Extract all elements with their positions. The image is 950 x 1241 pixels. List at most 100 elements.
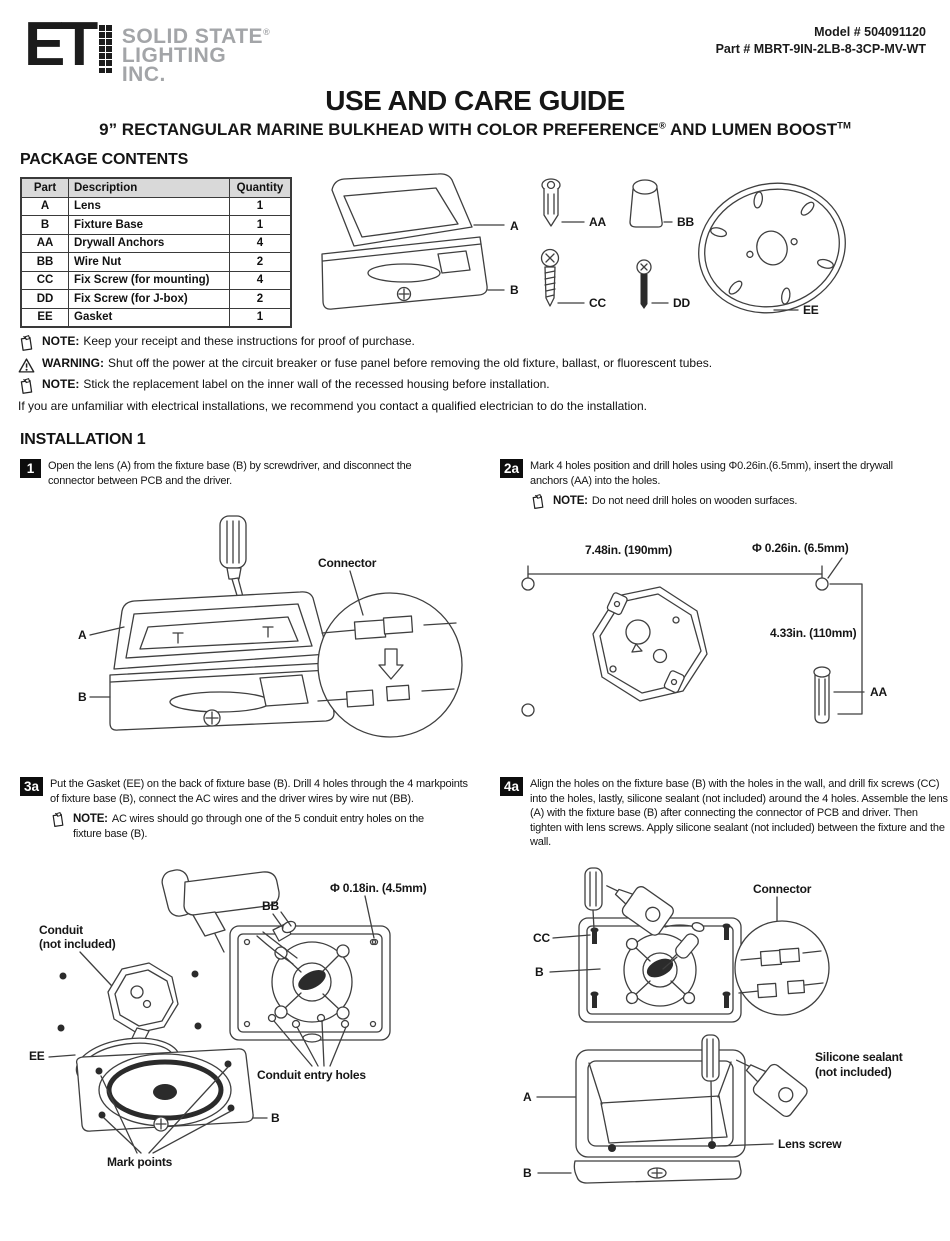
note-text: Do not need drill holes on wooden surfac…	[591, 495, 798, 507]
step-1: 1 Open the lens (A) from the fixture bas…	[20, 459, 470, 488]
cell-qty: 2	[229, 289, 292, 309]
label-silicone-line2: (not included)	[815, 1065, 892, 1079]
label-width-dim: 7.48in. (190mm)	[585, 543, 672, 557]
lens-assembly-drawing	[536, 1034, 808, 1184]
cell-part: BB	[20, 252, 69, 272]
part-number: Part # MBRT-9IN-2LB-8-3CP-MV-WT	[715, 42, 926, 56]
jbox-screw-drawing	[636, 259, 669, 309]
cell-qty: 1	[229, 307, 292, 328]
drill-template-drawing	[521, 557, 863, 717]
label-screw-dd: DD	[673, 296, 690, 310]
trademark-symbol: TM	[837, 120, 851, 132]
eti-logo-text: SOLID STATE® LIGHTING INC.	[121, 23, 271, 86]
step-4a: 4a Align the holes on the fixture base (…	[500, 777, 950, 850]
label-mark-points: Mark points	[107, 1155, 173, 1169]
fixture-rear-view	[229, 895, 391, 1043]
label-bb: BB	[262, 899, 279, 913]
step-3a-illustration: Φ 0.18in. (4.5mm) BB Conduit (not includ…	[29, 869, 427, 1169]
warning-text: Shut off the power at the circuit breake…	[108, 355, 713, 370]
col-part: Part	[20, 177, 69, 198]
label-gasket-ee: EE	[803, 303, 819, 317]
label-connector: Connector	[318, 556, 377, 570]
label-screw-cc: CC	[589, 296, 606, 310]
cell-part: CC	[20, 270, 69, 290]
fixture-mounting-drawing	[549, 867, 742, 1023]
notes-section: NOTE: Keep your receipt and these instru…	[18, 334, 936, 413]
step-2a-illustration: 7.48in. (190mm) Φ 0.26in. (6.5mm) 4.33in…	[521, 541, 888, 724]
page-title: USE AND CARE GUIDE	[325, 85, 625, 116]
cell-qty: 4	[229, 233, 292, 253]
note-text: Keep your receipt and these instructions…	[83, 334, 415, 348]
cell-desc: Wire Nut	[68, 252, 230, 272]
table-header-row: Part Description Quantity	[20, 177, 292, 198]
model-part-info: Model # 504091120 Part # MBRT-9IN-2LB-8-…	[716, 24, 926, 58]
cell-qty: 4	[229, 270, 292, 290]
step-2a-badge: 2a	[500, 459, 524, 478]
label-lens-a: A	[510, 219, 519, 233]
label-wirenut-bb: BB	[677, 215, 694, 229]
cell-desc: Lens	[68, 196, 230, 216]
eti-logo-dot-bar	[99, 25, 112, 74]
logo-line1: SOLID STATE	[121, 25, 264, 48]
label-aa: AA	[870, 685, 887, 699]
col-description: Description	[68, 177, 230, 198]
logo-line3: INC.	[121, 63, 166, 86]
step-4a-illustration: Connector CC B Silicone sealant (not inc…	[523, 867, 903, 1184]
note-icon	[20, 378, 33, 394]
cell-qty: 2	[229, 252, 292, 272]
label-a: A	[78, 628, 87, 642]
subtitle-mid: AND LUMEN BOOST	[665, 120, 838, 139]
label-b: B	[535, 965, 544, 979]
warning-prefix: WARNING:	[42, 355, 104, 370]
wire-nut-drawing	[629, 179, 673, 228]
step-1-illustration: A B Connector	[78, 515, 463, 738]
cell-desc: Fix Screw (for J-box)	[68, 289, 230, 309]
drywall-anchor-drawing	[541, 178, 585, 227]
step-3a-note: NOTE:AC wires should go through one of t…	[50, 812, 470, 841]
note-prefix: NOTE:	[553, 495, 588, 507]
label-a: A	[523, 1090, 532, 1104]
installation-heading: INSTALLATION 1	[20, 431, 146, 448]
cell-desc: Fixture Base	[68, 215, 230, 235]
warning-line: WARNING: Shut off the power at the circu…	[18, 356, 936, 374]
step-3a: 3a Put the Gasket (EE) on the back of fi…	[20, 777, 480, 841]
anchor-in-hole-drawing	[813, 666, 865, 724]
label-base-b: B	[510, 283, 519, 297]
cell-part: B	[20, 215, 69, 235]
drill-drawing	[161, 869, 280, 953]
note-line: NOTE: Stick the replacement label on the…	[18, 377, 936, 395]
cell-part: AA	[20, 233, 69, 253]
cell-qty: 1	[229, 215, 292, 235]
step-4a-text: Align the holes on the fixture base (B) …	[530, 778, 948, 848]
note-icon	[20, 335, 33, 351]
note-icon	[532, 494, 544, 509]
logo-registered-mark: ®	[263, 27, 271, 37]
note-text: Stick the replacement label on the inner…	[83, 377, 550, 391]
label-hole-diameter: Φ 0.18in. (4.5mm)	[330, 881, 427, 895]
label-ee: EE	[29, 1049, 45, 1063]
label-connector: Connector	[753, 882, 812, 896]
cell-part: DD	[20, 289, 69, 309]
package-contents-heading: PACKAGE CONTENTS	[20, 151, 189, 168]
label-silicone-line1: Silicone sealant	[815, 1050, 903, 1064]
cell-desc: Fix Screw (for mounting)	[68, 270, 230, 290]
note-prefix: NOTE:	[42, 377, 80, 391]
label-height-dim: 4.33in. (110mm)	[770, 626, 857, 640]
note-prefix: NOTE:	[73, 813, 108, 825]
cell-part: A	[20, 196, 69, 216]
warning-icon	[18, 357, 35, 373]
label-anchor-aa: AA	[589, 215, 606, 229]
subtitle-main: 9” RECTANGULAR MARINE BULKHEAD WITH COLO…	[99, 120, 659, 139]
label-cc: CC	[533, 931, 550, 945]
fixture-drawing	[321, 173, 505, 310]
label-lens-screw: Lens screw	[778, 1137, 842, 1151]
open-fixture-drawing	[89, 591, 335, 731]
col-quantity: Quantity	[229, 177, 292, 198]
step-3a-text: Put the Gasket (EE) on the back of fixtu…	[50, 778, 468, 805]
